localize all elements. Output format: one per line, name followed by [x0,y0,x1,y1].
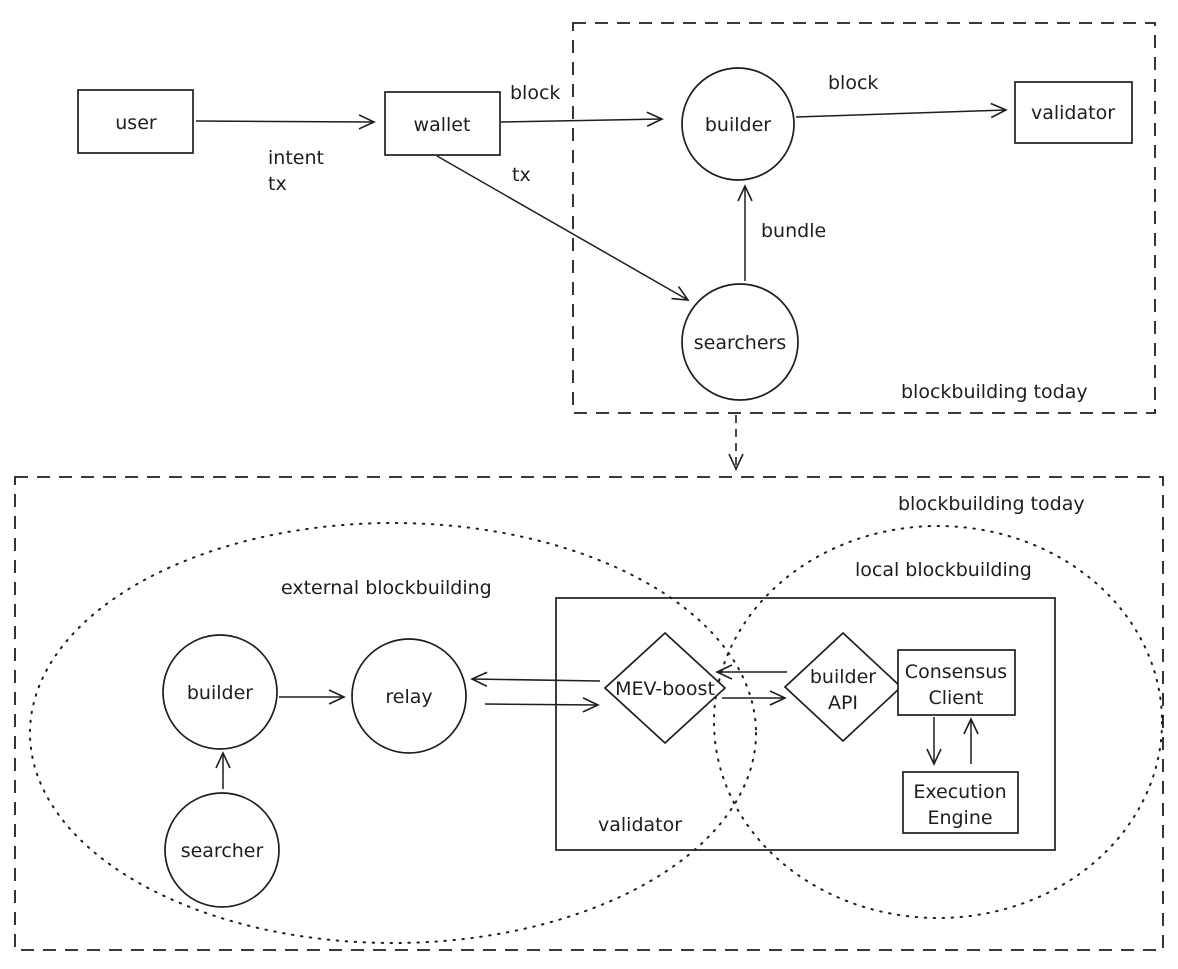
node-validator-top-label: validator [1031,102,1115,124]
node-validator-top [1014,81,1133,144]
node-relay [351,638,467,754]
label-block-builder: block [828,72,878,94]
bottom-flow: blockbuilding today external blockbuildi… [14,476,1164,951]
edge-builder-validator [795,102,1008,119]
group-local-blockbuilding [713,525,1163,919]
node-consensus-client-label-2: Client [928,687,983,709]
top-frame-blockbuilding-today [572,22,1156,414]
node-execution-engine-label-2: Engine [927,807,992,829]
node-builder-top-label: builder [705,114,771,136]
container-validator-label: validator [598,814,682,836]
node-wallet [384,91,501,156]
node-builder-api-label-1: builder [810,666,876,688]
edge-wallet-builder [500,111,664,127]
node-searchers [681,283,799,401]
label-block-wallet: block [510,82,560,104]
node-execution-engine-label-1: Execution [913,781,1006,803]
node-builder-top [681,67,795,181]
label-intent-tx: tx [268,173,287,195]
node-user-label: user [115,112,157,134]
node-mev-boost-label: MEV-boost [615,678,715,700]
node-mev-boost [603,631,727,745]
group-external-blockbuilding [29,522,757,944]
node-wallet-label: wallet [414,114,471,136]
node-builder-api [783,631,903,743]
node-relay-label: relay [385,686,432,708]
label-bundle: bundle [761,220,826,242]
group-external-label: external blockbuilding [281,577,492,599]
node-user [77,89,194,154]
node-builder-bottom [162,634,278,750]
edge-user-wallet [195,114,376,130]
top-flow: blockbuilding today user intent tx walle… [77,22,1156,414]
node-builder-bottom-label: builder [187,682,253,704]
bottom-frame-label: blockbuilding today [898,493,1085,515]
node-searchers-label: searchers [694,332,787,354]
label-tx-wallet: tx [512,164,531,186]
node-consensus-client [897,649,1016,716]
label-intent: intent [268,147,324,169]
top-frame-label: blockbuilding today [901,381,1088,403]
container-validator [555,597,1056,851]
edge-mevboost-relay [470,671,601,687]
group-local-label: local blockbuilding [855,559,1032,581]
node-searcher [164,792,280,908]
edge-wallet-searchers [436,155,690,301]
edge-relay-mevboost [484,697,600,713]
node-execution-engine [902,771,1019,834]
bottom-frame-blockbuilding-today [14,476,1164,951]
node-builder-api-label-2: API [828,692,858,714]
node-consensus-client-label-1: Consensus [905,661,1007,683]
node-searcher-label: searcher [181,840,264,862]
